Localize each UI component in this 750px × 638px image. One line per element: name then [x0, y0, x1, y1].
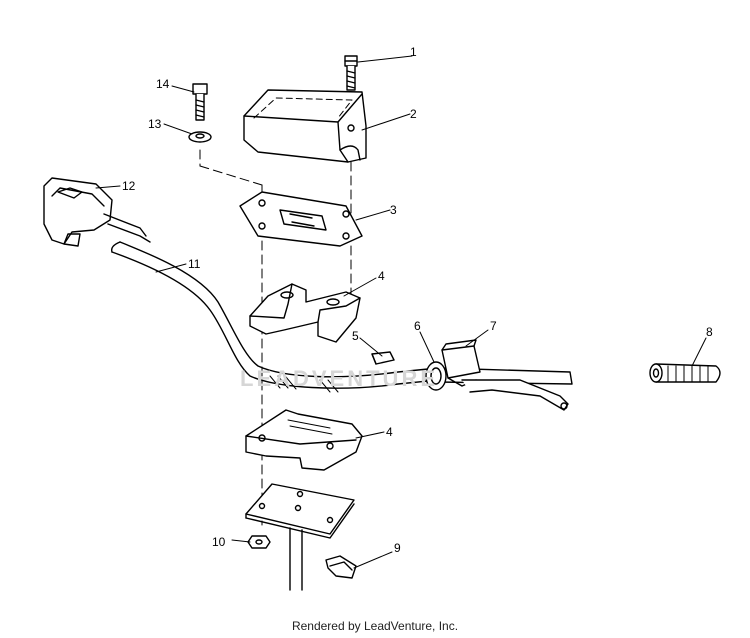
steering-post	[289, 527, 303, 591]
part-9-clip	[325, 555, 357, 579]
callout-4-lower: 4	[386, 425, 393, 439]
callout-8: 8	[706, 325, 713, 339]
callout-2: 2	[410, 107, 417, 121]
part-8-grip	[649, 363, 721, 383]
callout-12: 12	[122, 179, 136, 193]
part-10-nut	[247, 535, 271, 549]
callout-7: 7	[490, 319, 497, 333]
footer-credit: Rendered by LeadVenture, Inc.	[291, 619, 459, 633]
part-5-block	[371, 351, 395, 365]
callout-5: 5	[352, 329, 359, 343]
steering-mount-plate	[245, 483, 355, 539]
callout-13: 13	[148, 117, 162, 131]
callout-4-upper: 4	[378, 269, 385, 283]
part-3-clamp-plate	[239, 191, 363, 247]
part-2-handlebar-pad	[243, 89, 367, 163]
part-7-switch-block	[441, 339, 569, 411]
part-14-bolt	[192, 83, 208, 121]
callout-1: 1	[410, 45, 417, 59]
part-13-washer	[188, 131, 212, 143]
part-4-upper-clamp	[249, 283, 361, 343]
part-12-control-housing	[43, 177, 151, 247]
part-6-collar	[425, 361, 447, 391]
callout-9: 9	[394, 541, 401, 555]
watermark: LEADVENTURE	[240, 366, 439, 391]
part-4-lower-clamp	[245, 409, 363, 471]
callout-6: 6	[414, 319, 421, 333]
part-1-bolt	[344, 55, 358, 91]
callout-labels: 1 2 3 4 5 6 7 8 4 9 10 11 12 13 14	[122, 45, 713, 555]
leader-lines	[95, 55, 707, 569]
callout-10: 10	[212, 535, 226, 549]
callout-3: 3	[390, 203, 397, 217]
callout-11: 11	[188, 257, 201, 271]
callout-14: 14	[156, 77, 170, 91]
